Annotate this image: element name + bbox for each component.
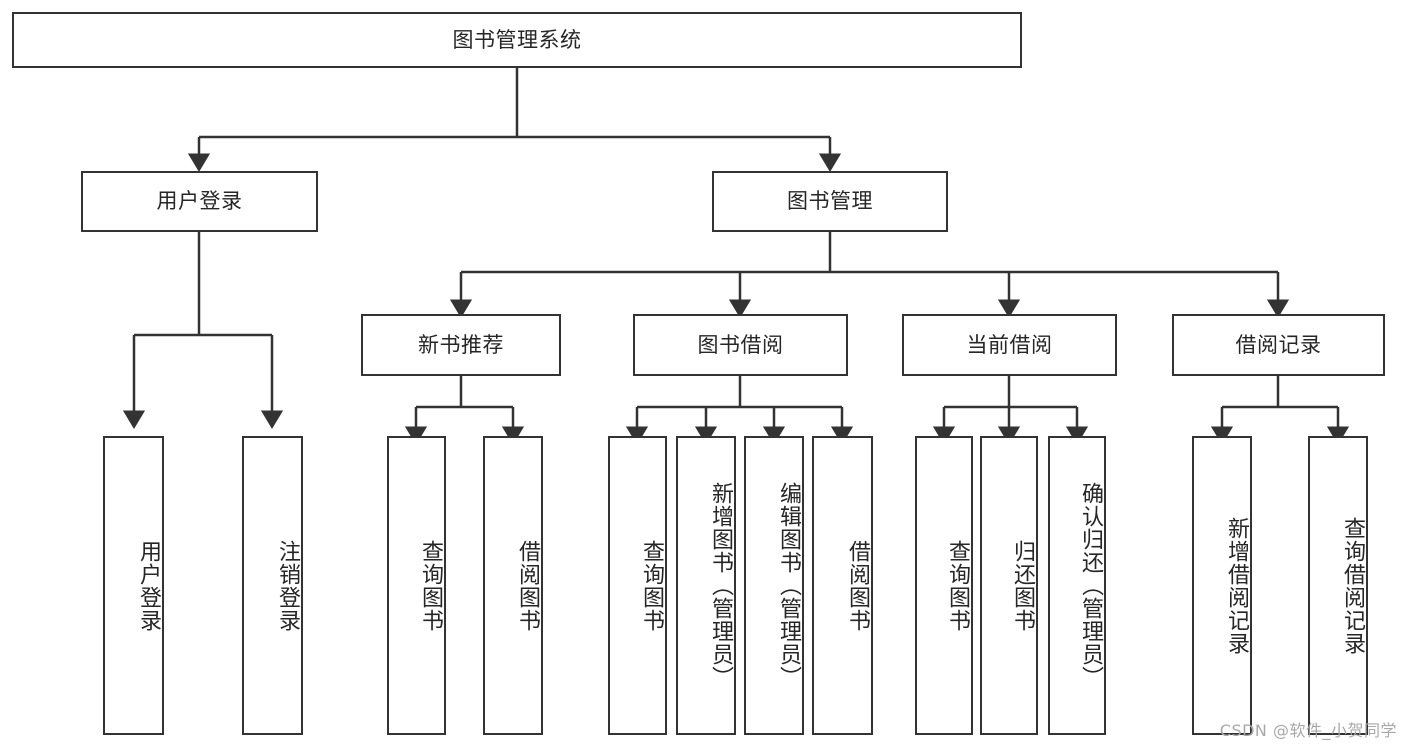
node-leaf-confirm-return[interactable]: 确认归还（管理员） bbox=[1048, 436, 1106, 735]
edge-borrow-record-to-leaves bbox=[1210, 376, 1350, 445]
node-leaf-return-book-label: 归还图书 bbox=[1010, 539, 1035, 632]
node-new-book-rec[interactable]: 新书推荐 bbox=[361, 314, 561, 376]
node-user-login[interactable]: 用户登录 bbox=[81, 171, 318, 232]
node-leaf-query-record-label: 查询借阅记录 bbox=[1340, 516, 1365, 655]
node-leaf-add-book[interactable]: 新增图书（管理员） bbox=[676, 436, 736, 735]
node-leaf-add-book-label: 新增图书（管理员） bbox=[708, 482, 733, 689]
edge-user-login-to-leaves bbox=[122, 232, 284, 429]
edge-book-borrow-to-leaves bbox=[625, 376, 854, 445]
node-book-manage[interactable]: 图书管理 bbox=[712, 171, 948, 232]
node-leaf-return-book[interactable]: 归还图书 bbox=[980, 436, 1038, 735]
node-leaf-user-login-label: 用户登录 bbox=[136, 539, 161, 632]
node-leaf-confirm-return-label: 确认归还（管理员） bbox=[1078, 482, 1103, 689]
node-current-borrow-label: 当前借阅 bbox=[966, 332, 1053, 357]
node-leaf-query-book-2[interactable]: 查询图书 bbox=[608, 436, 667, 735]
edge-current-borrow-to-leaves bbox=[932, 376, 1089, 445]
node-leaf-user-logout-label: 注销登录 bbox=[275, 539, 300, 632]
node-leaf-query-book-3-label: 查询图书 bbox=[945, 539, 970, 632]
node-root[interactable]: 图书管理系统 bbox=[12, 12, 1022, 68]
node-book-manage-label: 图书管理 bbox=[787, 189, 873, 214]
node-leaf-user-login[interactable]: 用户登录 bbox=[103, 436, 164, 735]
node-leaf-user-logout[interactable]: 注销登录 bbox=[242, 436, 303, 735]
node-borrow-record-label: 借阅记录 bbox=[1235, 332, 1322, 357]
node-leaf-add-record-label: 新增借阅记录 bbox=[1224, 516, 1249, 655]
watermark-text: CSDN @软件_小贺同学 bbox=[1219, 721, 1397, 740]
node-new-book-rec-label: 新书推荐 bbox=[418, 332, 504, 357]
node-leaf-edit-book[interactable]: 编辑图书（管理员） bbox=[744, 436, 804, 735]
node-leaf-query-record[interactable]: 查询借阅记录 bbox=[1308, 436, 1368, 735]
node-leaf-edit-book-label: 编辑图书（管理员） bbox=[776, 482, 801, 689]
node-leaf-borrow-book-2-label: 借阅图书 bbox=[845, 539, 870, 632]
node-leaf-borrow-book-1-label: 借阅图书 bbox=[515, 539, 540, 632]
node-leaf-query-book-1[interactable]: 查询图书 bbox=[387, 436, 446, 735]
node-book-borrow-label: 图书借阅 bbox=[697, 332, 784, 357]
edge-root-to-bus bbox=[187, 68, 842, 172]
node-leaf-add-record[interactable]: 新增借阅记录 bbox=[1192, 436, 1252, 735]
node-borrow-record[interactable]: 借阅记录 bbox=[1172, 314, 1385, 376]
node-leaf-borrow-book-2[interactable]: 借阅图书 bbox=[812, 436, 873, 735]
node-user-login-label: 用户登录 bbox=[156, 189, 243, 214]
edge-book-manage-to-level3 bbox=[449, 232, 1290, 318]
node-leaf-query-book-2-label: 查询图书 bbox=[639, 539, 664, 632]
node-leaf-borrow-book-1[interactable]: 借阅图书 bbox=[483, 436, 543, 735]
edge-new-book-rec-to-leaves bbox=[404, 376, 525, 445]
node-book-borrow[interactable]: 图书借阅 bbox=[633, 314, 848, 376]
node-leaf-query-book-1-label: 查询图书 bbox=[418, 539, 443, 632]
node-root-label: 图书管理系统 bbox=[452, 27, 582, 52]
node-leaf-query-book-3[interactable]: 查询图书 bbox=[915, 436, 973, 735]
node-current-borrow[interactable]: 当前借阅 bbox=[902, 314, 1117, 376]
